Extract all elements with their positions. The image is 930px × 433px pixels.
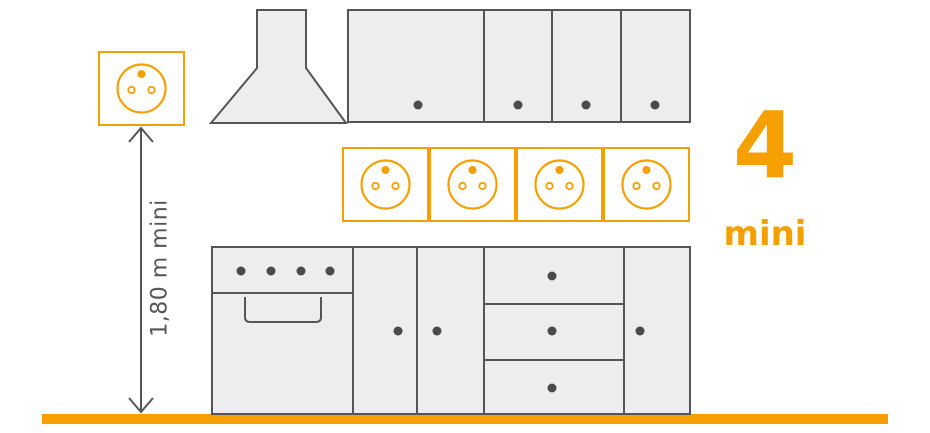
- oven-knob: [296, 266, 306, 276]
- arrow-head-top: [128, 126, 154, 143]
- socket-earth-pin: [642, 166, 651, 174]
- socket-hole: [147, 85, 156, 95]
- socket-hole: [565, 181, 574, 191]
- socket-hole: [545, 181, 554, 191]
- socket-hole: [458, 181, 467, 191]
- socket-hole: [632, 181, 641, 191]
- socket-ring: [360, 159, 411, 210]
- socket-earth-pin: [468, 166, 477, 174]
- range-hood-icon: [208, 9, 348, 124]
- socket-ring: [534, 159, 585, 210]
- socket-hole: [127, 85, 136, 95]
- socket-row: [342, 147, 690, 222]
- socket: [429, 147, 516, 222]
- cabinet-knob: [432, 326, 442, 336]
- lower-cabinet-door: [352, 246, 418, 415]
- range-hood: [208, 9, 348, 124]
- upper-cabinets: [347, 9, 691, 123]
- arrow-head-bottom: [128, 397, 154, 414]
- upper-cabinet: [620, 9, 691, 123]
- socket-earth-pin: [381, 166, 390, 174]
- socket-count: 4: [732, 92, 797, 199]
- cabinet-knob: [413, 100, 423, 110]
- socket-hole: [478, 181, 487, 191]
- oven-handle: [244, 297, 322, 323]
- drawer-knob: [547, 326, 557, 336]
- socket-ring: [116, 63, 167, 114]
- socket-hole: [652, 181, 661, 191]
- oven-knob: [325, 266, 335, 276]
- socket-count-unit: mini: [723, 214, 807, 254]
- socket: [342, 147, 429, 222]
- lower-cabinet-door: [623, 246, 691, 415]
- drawer-knob: [547, 383, 557, 393]
- cabinet-knob: [650, 100, 660, 110]
- floor-line: [42, 414, 888, 424]
- cabinet-knob: [393, 326, 403, 336]
- oven-knob: [266, 266, 276, 276]
- socket-hole: [371, 181, 380, 191]
- oven-unit: [211, 246, 354, 415]
- cabinet-knob: [513, 100, 523, 110]
- socket-hole: [391, 181, 400, 191]
- cabinet-knob: [635, 326, 645, 336]
- socket: [516, 147, 603, 222]
- socket-earth-pin: [137, 70, 146, 78]
- socket-earth-pin: [555, 166, 564, 174]
- height-label: 1,80 m mini: [147, 199, 173, 337]
- cabinet-knob: [581, 100, 591, 110]
- socket-high: [98, 51, 185, 126]
- lower-cabinet-door: [416, 246, 485, 415]
- lower-cabinets: [352, 246, 691, 415]
- drawer: [483, 246, 625, 305]
- socket: [603, 147, 690, 222]
- socket-ring: [447, 159, 498, 210]
- socket-ring: [621, 159, 672, 210]
- oven-knob: [236, 266, 246, 276]
- height-dimension-arrow: [128, 126, 154, 414]
- drawer-knob: [547, 271, 557, 281]
